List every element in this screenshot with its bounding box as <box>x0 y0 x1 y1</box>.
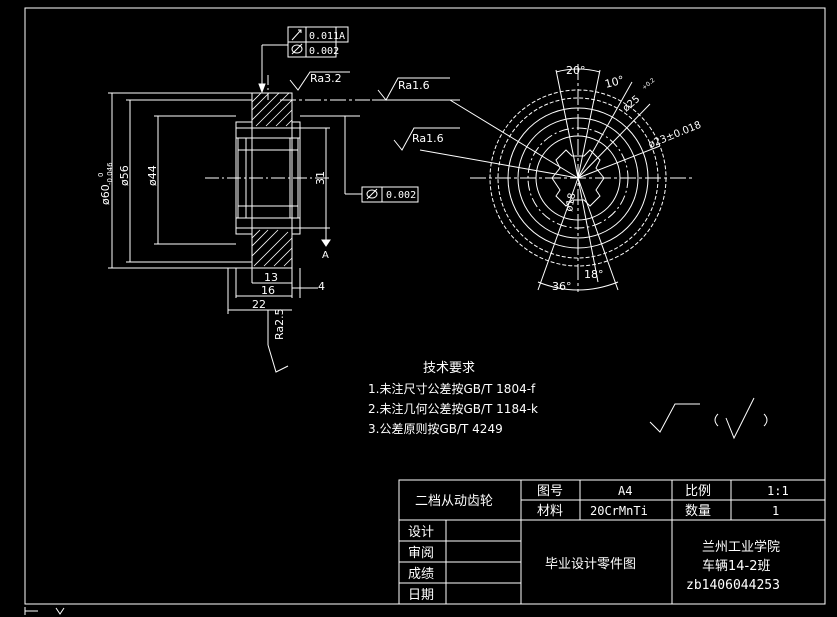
drawing-title: 毕业设计零件图 <box>545 557 636 572</box>
dim-13: 13 <box>264 271 278 284</box>
row-grade: 成绩 <box>408 567 434 582</box>
dim-22: 22 <box>252 298 266 311</box>
tech-requirement-item: 2.未注几何公差按GB/T 1184-k <box>368 401 538 416</box>
angle-18: 18° <box>584 268 604 281</box>
section-view <box>108 44 460 373</box>
drawing-no-label: 图号 <box>537 484 563 499</box>
student-id: zb1406044253 <box>686 578 780 593</box>
roughness-right-top-label: Ra1.6 <box>398 79 430 92</box>
ucs-icon <box>24 607 65 615</box>
dim-31: 31 <box>314 171 327 185</box>
roughness-top-label: Ra3.2 <box>310 72 342 85</box>
material-label: 材料 <box>537 504 563 519</box>
dim-d60: ø60 <box>99 184 112 205</box>
quantity-value: 1 <box>772 504 779 518</box>
tech-requirement-item: 1.未注尺寸公差按GB/T 1804-f <box>368 381 536 396</box>
datum-a-label: A <box>322 250 329 261</box>
row-review: 审阅 <box>408 546 434 561</box>
gdt-frame-top <box>287 26 349 58</box>
scale-value: 1:1 <box>767 484 789 498</box>
tech-requirement-item: 3.公差原则按GB/T 4249 <box>368 422 503 436</box>
angle-10: 10° <box>603 73 625 91</box>
scale-label: 比例 <box>685 484 711 499</box>
gdt-runout-value: 0.011 <box>309 31 339 42</box>
gdt-cylindricity-right-value: 0.002 <box>386 190 416 201</box>
tech-requirements-title: 技术要求 <box>423 361 475 376</box>
angle-36: 36° <box>552 280 572 293</box>
title-block <box>398 479 826 605</box>
dim-d60-tol-lower: -0.046 <box>106 162 114 185</box>
dim-4: 4 <box>318 280 325 293</box>
quantity-label: 数量 <box>685 504 711 519</box>
drawing-no-value: A4 <box>618 484 632 498</box>
roughness-bottom-label: Ra2.5 <box>273 308 286 340</box>
material-value: 20CrMnTi <box>590 504 648 518</box>
gdt-frame-right <box>361 186 419 203</box>
gdt-runout-datum: A <box>339 31 345 42</box>
part-name: 二档从动齿轮 <box>415 494 493 509</box>
roughness-right-mid-label: Ra1.6 <box>412 132 444 145</box>
gdt-cylindricity-top-value: 0.002 <box>309 46 339 57</box>
general-roughness-symbol <box>649 397 768 440</box>
angle-20: 20° <box>566 64 586 77</box>
row-design: 设计 <box>408 525 434 540</box>
school-name: 兰州工业学院 <box>702 539 780 555</box>
cylindricity-icon <box>366 189 378 199</box>
cylindricity-icon <box>291 44 303 54</box>
front-view <box>419 64 692 292</box>
class-name: 车辆14-2班 <box>702 558 771 574</box>
dim-d25-tol: +0.2 <box>641 77 657 92</box>
dim-d44: ø44 <box>146 165 159 186</box>
dim-d18: ø18 <box>564 192 578 212</box>
row-date: 日期 <box>408 588 434 603</box>
dim-d56: ø56 <box>118 165 131 186</box>
runout-icon <box>291 29 302 41</box>
dim-d60-tol-upper: 0 <box>97 173 105 177</box>
dim-16: 16 <box>261 284 275 297</box>
